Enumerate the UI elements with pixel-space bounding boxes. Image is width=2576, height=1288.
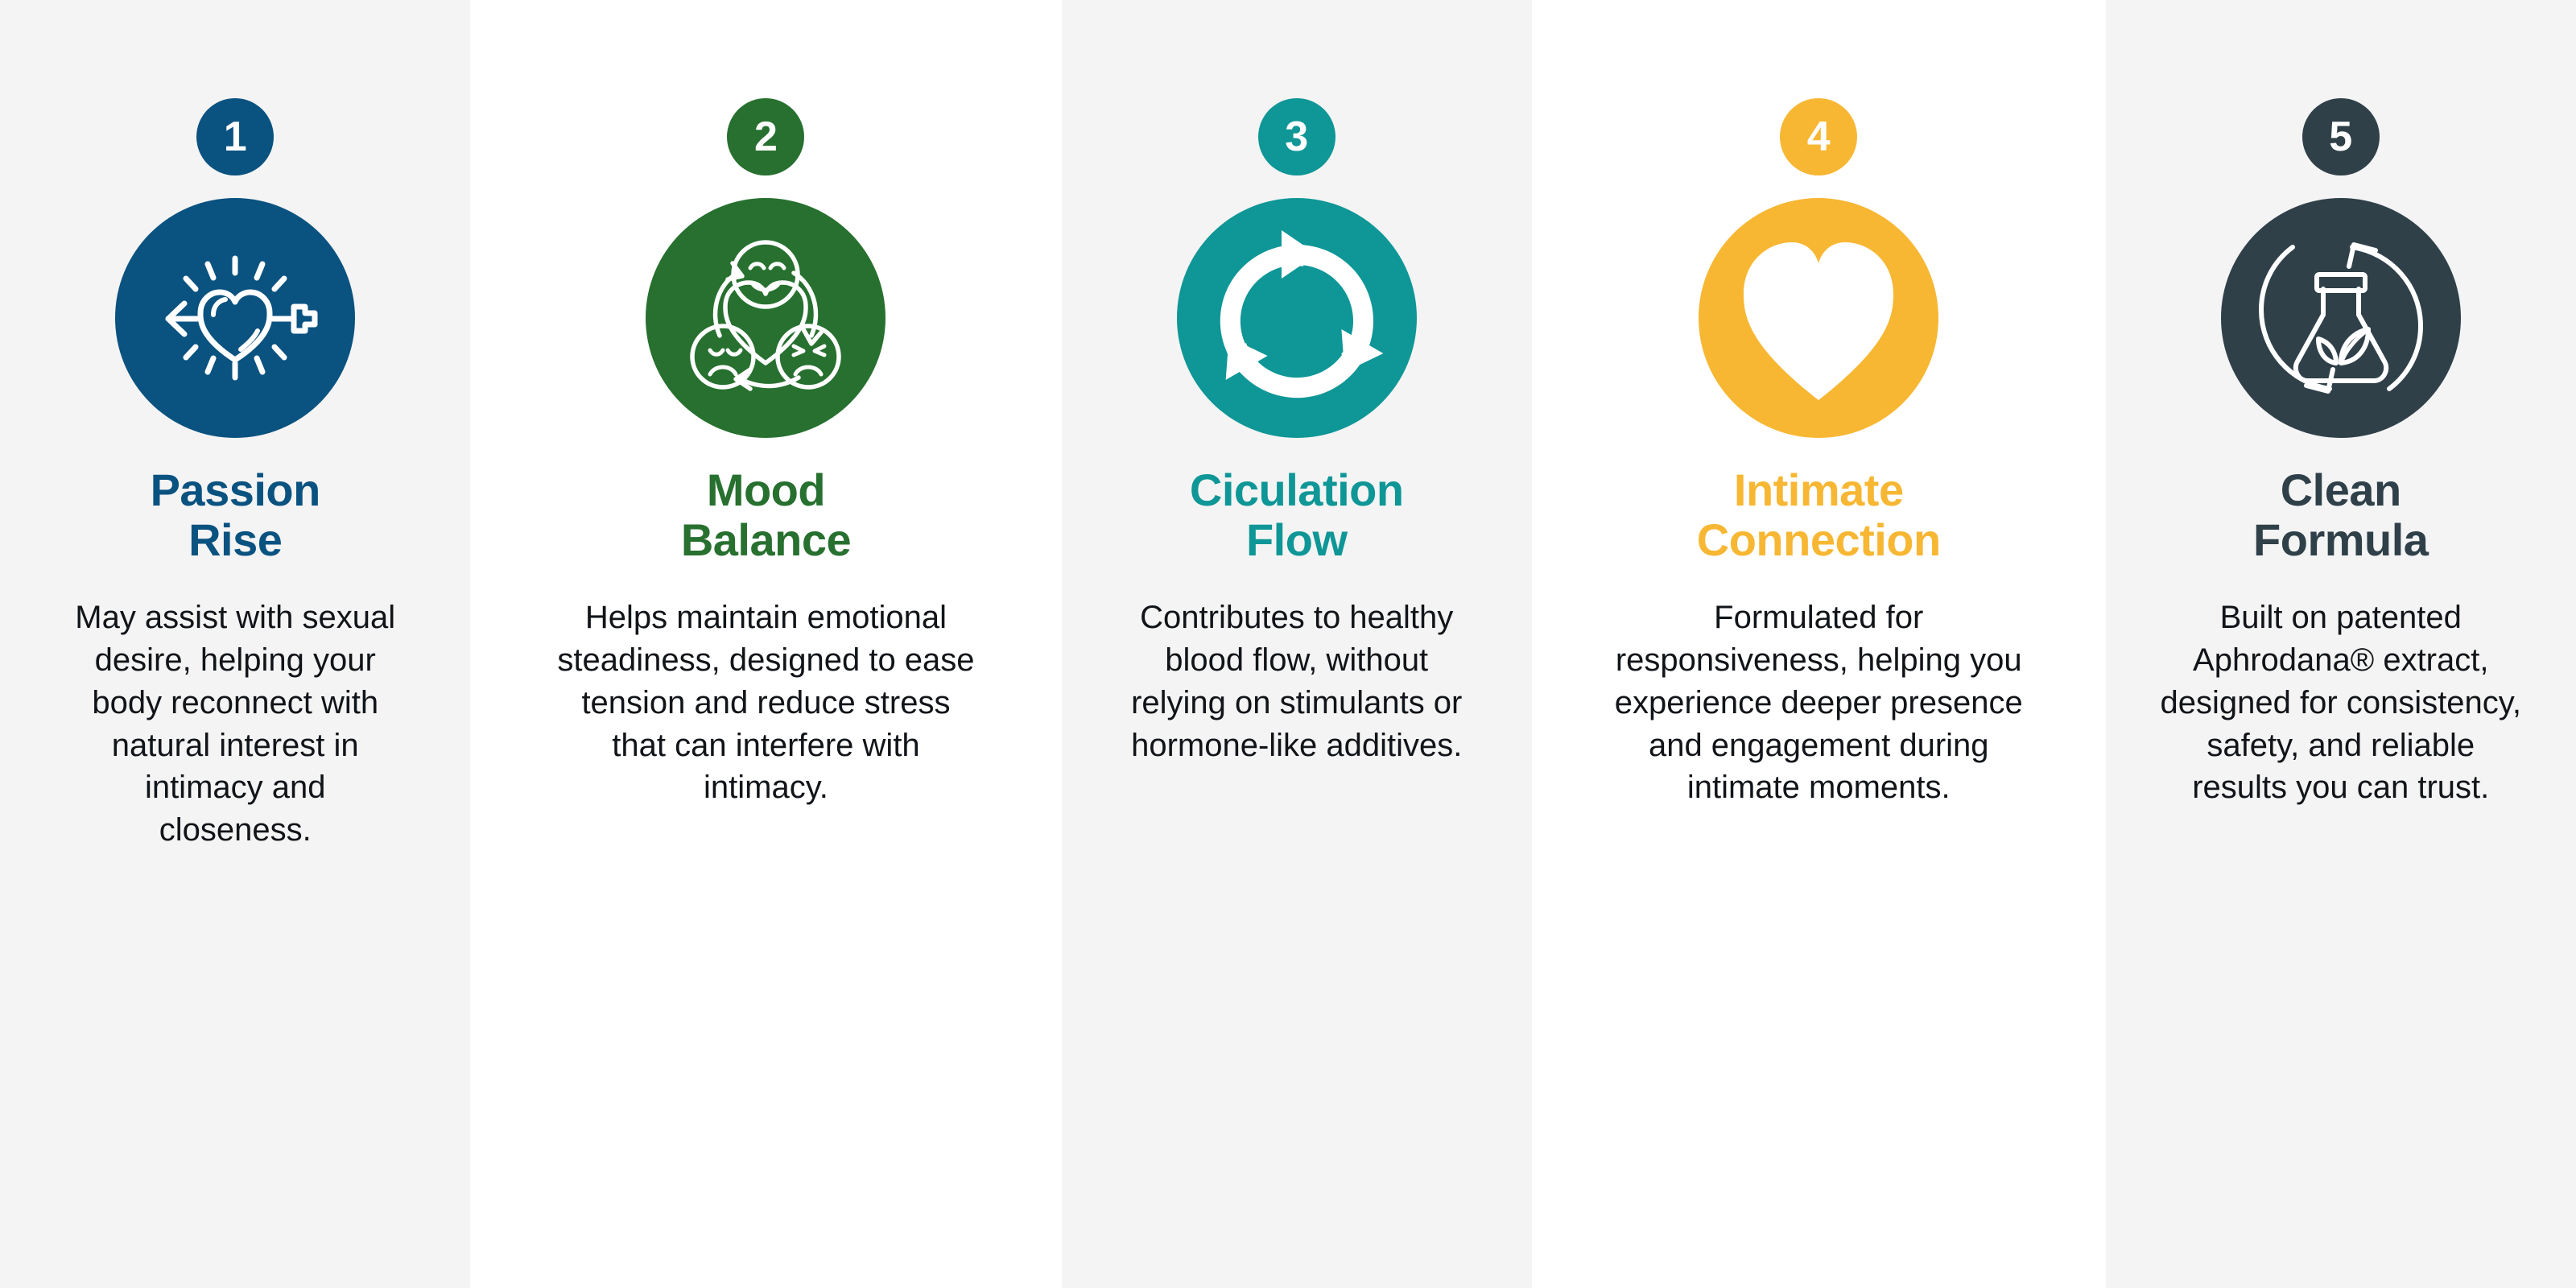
benefit-column-5: 5 Clean Formula Built on patented Aphrod…	[2105, 0, 2576, 1288]
benefit-body-4: Formulated for responsiveness, helping y…	[1614, 600, 2023, 806]
step-number-badge-3: 3	[1257, 98, 1335, 175]
benefit-title-line2: Balance	[680, 514, 852, 565]
benefit-column-2: 2	[489, 0, 1042, 1288]
benefit-title-line1: Ciculation	[1189, 464, 1404, 515]
benefit-title-line1: Mood	[706, 464, 826, 515]
column-divider	[1531, 0, 1551, 1288]
benefit-body-2: Helps maintain emotional steadiness, des…	[557, 600, 975, 806]
step-number-badge-4: 4	[1780, 98, 1858, 175]
flask-with-leaf-cycle-icon	[2220, 198, 2461, 438]
benefit-title-line1: Passion	[150, 464, 321, 515]
mood-faces-heart-cycle-icon	[646, 198, 886, 438]
benefit-column-3: 3 Ciculation Flow Contributes	[1061, 0, 1532, 1288]
benefit-column-4: 4 Intimate Connection Formulated for res…	[1550, 0, 2087, 1288]
column-divider	[470, 0, 490, 1288]
benefit-body-1: May assist with sexual desire, helping y…	[75, 600, 396, 848]
benefit-title-2: Mood Balance	[662, 465, 870, 564]
benefit-body-3: Contributes to healthy blood flow, witho…	[1131, 600, 1463, 763]
circular-arrows-flow-icon	[1176, 198, 1417, 438]
benefit-body-5: Built on patented Aphrodana® extract, de…	[2160, 600, 2521, 806]
benefit-title-line2: Rise	[188, 514, 283, 565]
benefit-title-4: Intimate Connection	[1678, 465, 1960, 564]
column-divider	[2086, 0, 2106, 1288]
heart-with-gender-arrow-icon	[115, 198, 356, 438]
benefit-title-line2: Formula	[2253, 514, 2429, 565]
heart-icon	[1699, 198, 1939, 438]
benefit-title-line2: Flow	[1245, 514, 1348, 565]
benefit-title-line1: Clean	[2280, 464, 2402, 515]
benefit-title-5: Clean Formula	[2234, 465, 2447, 564]
benefit-title-line2: Connection	[1696, 514, 1941, 565]
step-number-badge-1: 1	[196, 98, 275, 175]
benefit-title-1: Passion Rise	[131, 465, 340, 564]
step-number-badge-2: 2	[727, 98, 805, 175]
benefit-column-1: 1	[0, 0, 471, 1288]
benefit-title-line1: Intimate	[1733, 464, 1904, 515]
column-divider	[1042, 0, 1062, 1288]
benefit-title-3: Ciculation Flow	[1170, 465, 1423, 564]
step-number-badge-5: 5	[2301, 98, 2380, 175]
